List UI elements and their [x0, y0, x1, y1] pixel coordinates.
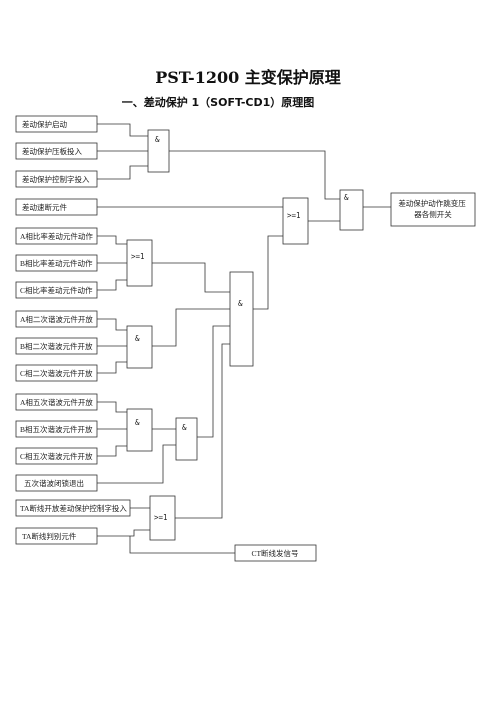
gate-or-ta: >=1: [149, 495, 176, 541]
input-c-h2-label: C相二次谐波元件开放: [20, 368, 93, 378]
input-a-h5: A相五次谐波元件开放: [15, 393, 98, 411]
input-h5-exit-label: 五次谐波闭锁退出: [24, 478, 84, 488]
input-ta-ctrl: TA断线开放差动保护控制字投入: [15, 499, 131, 517]
output-trip-label: 差动保护动作跳变压 器各侧开关: [398, 198, 467, 219]
output-trip-line1: 差动保护动作跳变压: [398, 198, 466, 208]
gate-and-h2-label: &: [135, 334, 140, 343]
gate-and-final-label: &: [344, 193, 349, 202]
gate-and-start: &: [147, 129, 170, 173]
wires: [97, 123, 391, 554]
input-diff-ctrl: 差动保护控制字投入: [15, 170, 98, 188]
page-title: PST-1200 主变保护原理: [155, 68, 341, 87]
input-diff-start: 差动保护启动: [15, 115, 98, 133]
input-c-h2: C相二次谐波元件开放: [15, 364, 98, 382]
input-c-h5: C相五次谐波元件开放: [15, 447, 98, 465]
gate-or-ratio-label: >=1: [131, 252, 145, 261]
input-b-h5: B相五次谐波元件开放: [15, 420, 98, 438]
output-ct-alarm: CT断线发信号: [234, 544, 317, 562]
input-diff-plate-label: 差动保护压板投入: [22, 146, 82, 156]
output-ct-alarm-label: CT断线发信号: [251, 548, 298, 558]
input-b-ratio: B相比率差动元件动作: [15, 254, 98, 272]
gate-and-h2: &: [126, 325, 153, 369]
output-trip: 差动保护动作跳变压 器各侧开关: [390, 192, 476, 227]
input-a-h2: A相二次谐波元件开放: [15, 310, 98, 328]
input-quick-break-label: 差动速断元件: [22, 202, 67, 212]
gate-or-ta-label: >=1: [154, 513, 168, 522]
input-h5-exit: 五次谐波闭锁退出: [15, 474, 98, 492]
input-a-ratio: A相比率差动元件动作: [15, 227, 98, 245]
input-diff-start-label: 差动保护启动: [22, 119, 67, 129]
gate-and-h5-exit: &: [175, 417, 198, 461]
input-c-h5-label: C相五次谐波元件开放: [20, 451, 93, 461]
gate-and-start-label: &: [155, 135, 160, 144]
input-b-h5-label: B相五次谐波元件开放: [20, 424, 93, 434]
input-c-ratio: C相比率差动元件动作: [15, 281, 98, 299]
input-a-h2-label: A相二次谐波元件开放: [20, 314, 93, 324]
gate-and-h5-label: &: [135, 418, 140, 427]
input-b-h2-label: B相二次谐波元件开放: [20, 341, 93, 351]
input-a-ratio-label: A相比率差动元件动作: [20, 231, 93, 241]
gate-and-main: &: [229, 271, 254, 367]
gate-or-ratio: >=1: [126, 239, 153, 287]
gate-and-h5: &: [126, 408, 153, 452]
gate-and-final: &: [339, 189, 364, 231]
page-subtitle: 一、差动保护 1（SOFT-CD1）原理图: [121, 96, 315, 109]
input-diff-plate: 差动保护压板投入: [15, 142, 98, 160]
input-ta-break: TA断线判别元件: [15, 527, 98, 545]
input-ta-ctrl-label: TA断线开放差动保护控制字投入: [20, 503, 127, 513]
gate-or-main-label: >=1: [287, 211, 301, 220]
gate-or-main: >=1: [282, 197, 309, 245]
input-c-ratio-label: C相比率差动元件动作: [20, 285, 93, 295]
gate-and-h5-exit-label: &: [182, 423, 187, 432]
gate-and-main-label: &: [238, 299, 243, 308]
input-ta-break-label: TA断线判别元件: [22, 531, 77, 541]
input-a-h5-label: A相五次谐波元件开放: [20, 397, 93, 407]
input-b-h2: B相二次谐波元件开放: [15, 337, 98, 355]
output-trip-line2: 器各侧开关: [414, 209, 452, 219]
input-quick-break: 差动速断元件: [15, 198, 98, 216]
input-diff-ctrl-label: 差动保护控制字投入: [22, 174, 90, 184]
input-b-ratio-label: B相比率差动元件动作: [20, 258, 93, 268]
